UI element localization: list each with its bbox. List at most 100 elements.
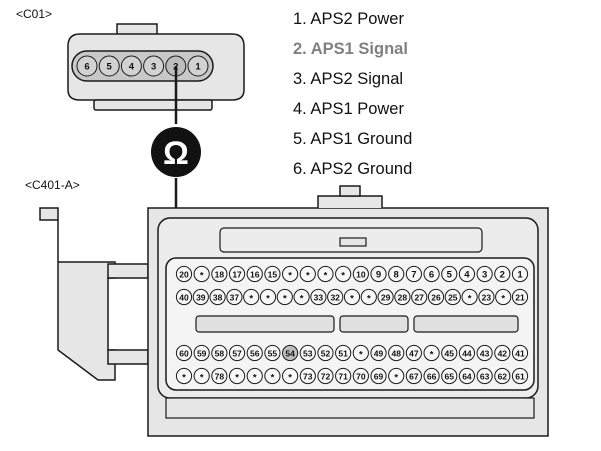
c401-pin-47-circle bbox=[405, 344, 422, 362]
c401-pin-empty-label: * bbox=[182, 373, 186, 384]
c401-separator-3 bbox=[413, 315, 519, 333]
legend-item: 1. APS2 Power bbox=[293, 10, 404, 28]
legend-item: 5. APS1 Ground bbox=[293, 130, 413, 148]
c401-pin-empty-circle bbox=[352, 344, 369, 362]
c401-pin-71-circle bbox=[335, 367, 352, 385]
c401-pin-empty-label: * bbox=[249, 294, 253, 305]
c401-pin-33-label: 33 bbox=[314, 293, 324, 303]
c401-pin-73-circle bbox=[299, 367, 316, 385]
c401-pin-empty-circle bbox=[259, 288, 277, 306]
c401-pin-20-label: 20 bbox=[179, 270, 189, 280]
c401-pin-40-label: 40 bbox=[179, 293, 189, 303]
c01-pin-4-circle bbox=[120, 55, 142, 77]
c401-pin-8-circle bbox=[388, 265, 405, 283]
c401-pin-empty-label: * bbox=[288, 271, 292, 282]
c401-pin-15-circle bbox=[264, 265, 281, 283]
c401-pin-33-circle bbox=[310, 288, 327, 306]
c401-pin-32-circle bbox=[327, 288, 344, 306]
c401-pin-41-circle bbox=[511, 344, 529, 362]
c401-pin-9-circle bbox=[370, 265, 387, 283]
c401-pin-2-circle bbox=[494, 265, 511, 283]
c401-pin-64-label: 64 bbox=[462, 372, 472, 382]
c401-pin-25-circle bbox=[444, 288, 461, 306]
c401-pin-10-circle bbox=[352, 265, 369, 283]
legend-item: 2. APS1 Signal bbox=[293, 40, 408, 58]
c401-pin-29-circle bbox=[377, 288, 394, 306]
c401-pin-72-label: 72 bbox=[321, 372, 331, 382]
c401-pin-empty-circle bbox=[423, 344, 440, 362]
c401-pin-43-circle bbox=[476, 344, 493, 362]
c401-pin-empty-label: * bbox=[235, 373, 239, 384]
c401-pin-empty-label: * bbox=[359, 350, 363, 361]
c401-pin-18-circle bbox=[211, 265, 228, 283]
c401-pin-10-label: 10 bbox=[356, 270, 366, 280]
c401-pin-empty-circle bbox=[228, 367, 246, 385]
c401-pin-53-label: 53 bbox=[303, 349, 313, 359]
c401-pin-6-circle bbox=[423, 265, 440, 283]
ohm-symbol: Ω bbox=[163, 135, 189, 171]
c01-pin-6-label: 6 bbox=[84, 62, 89, 73]
c401-pin-67-circle bbox=[405, 367, 422, 385]
c401-pin-73-label: 73 bbox=[303, 372, 313, 382]
ohmmeter-icon bbox=[151, 127, 201, 177]
c401-pin-29-label: 29 bbox=[381, 293, 391, 303]
c401-pin-empty-circle bbox=[495, 288, 512, 306]
c401-pin-16-circle bbox=[246, 265, 263, 283]
c401-pin-52-circle bbox=[317, 344, 334, 362]
c401-pin-41-label: 41 bbox=[515, 349, 525, 359]
c401-pin-28-circle bbox=[394, 288, 411, 306]
c401-pin-78-label: 78 bbox=[215, 372, 225, 382]
c401-pin-59-circle bbox=[193, 344, 210, 362]
c401-base-rail bbox=[165, 397, 535, 419]
c401-pin-28-label: 28 bbox=[398, 293, 408, 303]
c401-pin-37-circle bbox=[226, 288, 243, 306]
c401-pin-5-circle bbox=[441, 265, 458, 283]
c01-pin-5-circle bbox=[98, 55, 120, 77]
c401-pin-6-label: 6 bbox=[429, 270, 434, 281]
c401-pin-27-label: 27 bbox=[414, 293, 424, 303]
c401-pin-empty-label: * bbox=[430, 350, 434, 361]
c401-pin-56-circle bbox=[246, 344, 263, 362]
c401-pin-45-circle bbox=[441, 344, 458, 362]
c401-pin-59-label: 59 bbox=[197, 349, 207, 359]
c401-pin-49-circle bbox=[370, 344, 387, 362]
c401-pin-44-circle bbox=[458, 344, 476, 362]
c01-pin-1-label: 1 bbox=[195, 62, 201, 73]
c401-pin-66-circle bbox=[423, 367, 440, 385]
c401-pin-empty-label: * bbox=[350, 294, 354, 305]
c401-pin-57-circle bbox=[228, 344, 246, 362]
c401-pin-empty-label: * bbox=[266, 294, 270, 305]
c401-pin-52-label: 52 bbox=[321, 349, 331, 359]
connector-c401a-label: <C401-A> bbox=[25, 178, 80, 192]
c401-pin-empty-label: * bbox=[271, 373, 275, 384]
c401-pin-4-circle bbox=[458, 265, 476, 283]
c401-pin-empty-label: * bbox=[288, 373, 292, 384]
c401-pin-empty-label: * bbox=[324, 271, 328, 282]
c401-pin-5-label: 5 bbox=[447, 270, 453, 281]
c401-pin-42-circle bbox=[494, 344, 511, 362]
c01-skirt bbox=[93, 99, 213, 111]
c401-pin-61-circle bbox=[511, 367, 529, 385]
c401-pin-empty-circle bbox=[193, 367, 210, 385]
c401-pin-48-circle bbox=[388, 344, 405, 362]
c401-pin-17-circle bbox=[228, 265, 246, 283]
c401-pin-54-label: 54 bbox=[285, 349, 295, 359]
c01-pin-4-label: 4 bbox=[129, 62, 135, 73]
c401-pin-70-circle bbox=[352, 367, 369, 385]
c401-pin-empty-circle bbox=[264, 367, 281, 385]
c401-top-rib bbox=[317, 195, 383, 208]
c401-pin-55-circle bbox=[264, 344, 281, 362]
c401-pin-67-label: 67 bbox=[409, 372, 419, 382]
c401-pin-empty-circle bbox=[175, 367, 193, 385]
c401-pin-55-label: 55 bbox=[268, 349, 278, 359]
c401-upper-rail bbox=[219, 227, 483, 253]
c401-pin-38-circle bbox=[209, 288, 226, 306]
c401-pin-60-circle bbox=[175, 344, 193, 362]
c401-pin-17-label: 17 bbox=[232, 270, 242, 280]
c401-pin-39-circle bbox=[192, 288, 209, 306]
c401-pin-empty-label: * bbox=[341, 271, 345, 282]
c401-pin-16-label: 16 bbox=[250, 270, 260, 280]
